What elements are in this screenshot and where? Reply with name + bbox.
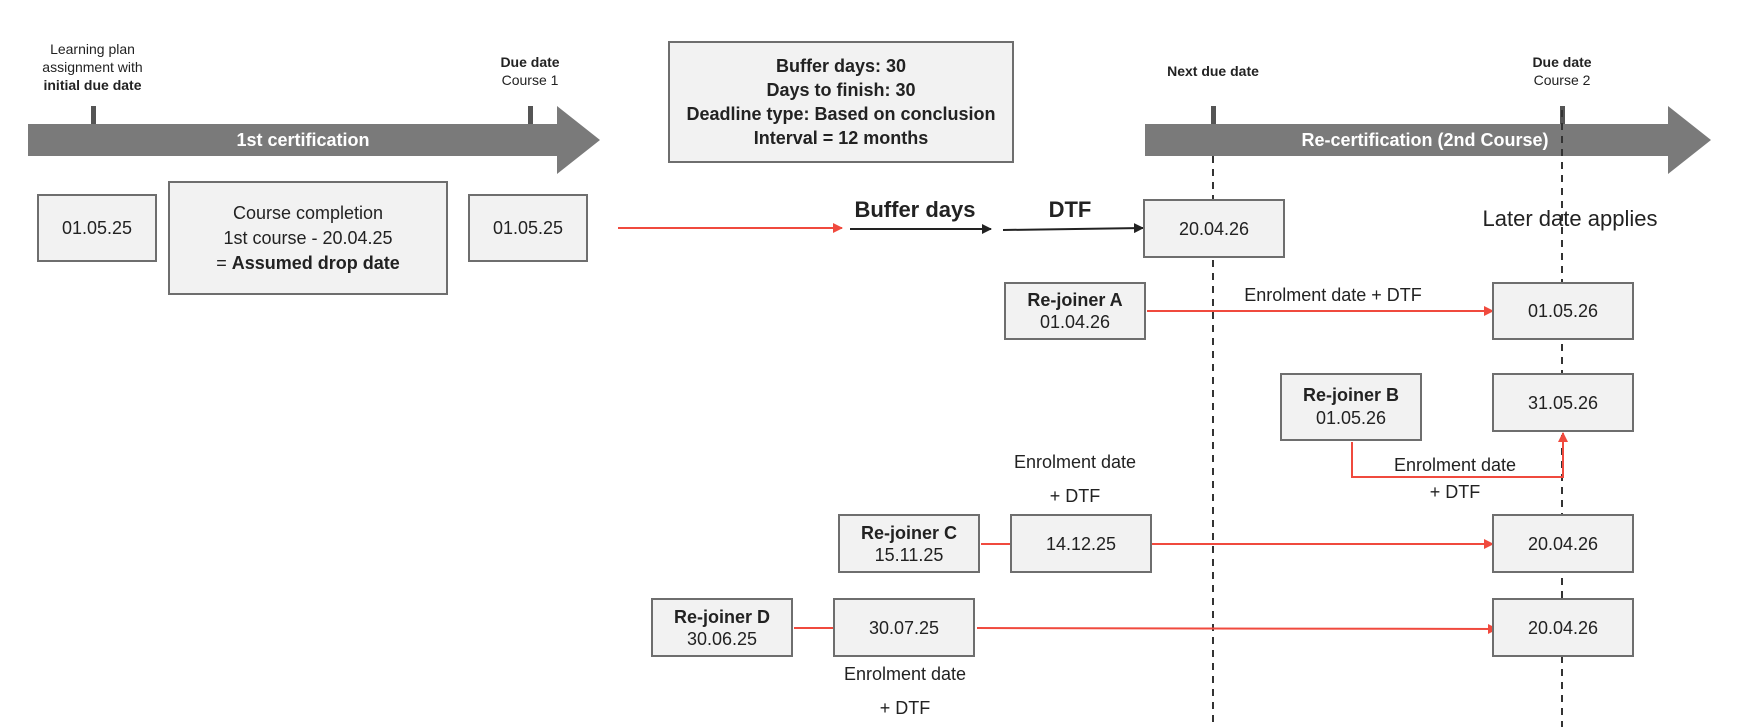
enrolment-a-label: Enrolment date + DTF (1244, 285, 1422, 305)
recertification-label: Re-certification (2nd Course) (1301, 130, 1549, 150)
due-date-course2-label: Due date Course 2 (1500, 53, 1624, 89)
assumed-drop-date: Assumed drop date (231, 252, 400, 273)
enrol-d-line1: Enrolment date (843, 664, 967, 684)
rejoiner-d-mid-box: 30.07.25 (833, 598, 975, 657)
enrolment-d-label: Enrolment date (815, 664, 995, 685)
course-completion-box: Course completion 1st course - 20.04.25 … (168, 181, 448, 295)
interval-setting: Interval = 12 months (753, 128, 929, 148)
completion-line3: = Assumed drop date (216, 251, 400, 276)
due2-title: Due date (1532, 54, 1592, 70)
days-to-finish-setting: Days to finish: 30 (766, 80, 916, 100)
lp-line1: Learning plan (50, 41, 135, 57)
rejoiner-c-result: 20.04.26 (1527, 533, 1599, 554)
rejoiner-d-box: Re-joiner D 30.06.25 (651, 598, 793, 657)
learning-plan-label: Learning plan assignment with initial du… (20, 40, 165, 94)
rejoiner-c-title: Re-joiner C (860, 522, 957, 543)
enrol-b-line1: Enrolment date (1393, 455, 1517, 475)
rejoiner-a-title: Re-joiner A (1027, 290, 1123, 310)
later-date-applies-label: Later date applies (1482, 206, 1658, 231)
arrow-rejoiner-b (1351, 432, 1568, 478)
rejoiner-b-date: 01.05.26 (1315, 408, 1387, 428)
enrol-c-line1: Enrolment date (1013, 452, 1137, 472)
rejoiner-c-mid-box: 14.12.25 (1010, 514, 1152, 573)
rejoiner-b-box: Re-joiner B 01.05.26 (1280, 373, 1422, 441)
settings-box: Buffer days: 30 Days to finish: 30 Deadl… (668, 41, 1014, 163)
flow-arrow-dtf (1002, 223, 1144, 234)
enrolment-c-dtf: + DTF (1049, 486, 1101, 506)
rejoiner-c-date: 15.11.25 (874, 544, 944, 565)
due2-sub: Course 2 (1533, 72, 1591, 88)
completion-line1: Course completion (232, 202, 384, 223)
rejoiner-a-result-box: 01.05.26 (1492, 282, 1634, 340)
start-date-box: 01.05.25 (37, 194, 157, 262)
start-date: 01.05.25 (61, 218, 133, 238)
rejoiner-d-mid: 30.07.25 (868, 617, 940, 638)
rejoiner-c-mid: 14.12.25 (1045, 533, 1117, 554)
completion-line2: 1st course - 20.04.25 (223, 227, 393, 248)
deadline-type-setting: Deadline type: Based on conclusion (686, 104, 996, 124)
tick-initial-due (91, 106, 96, 124)
lp-line2: assignment with (42, 59, 143, 75)
completion-prefix: = (216, 252, 232, 273)
rejoiner-d-title: Re-joiner D (673, 606, 770, 627)
due1-date-box: 01.05.25 (468, 194, 588, 262)
rejoiner-d-date: 30.06.25 (686, 628, 758, 649)
rejoiner-d-result-box: 20.04.26 (1492, 598, 1634, 657)
enrolment-d-dtf: + DTF (879, 698, 931, 718)
rejoiner-a-result: 01.05.26 (1527, 301, 1599, 321)
rejoiner-b-title: Re-joiner B (1302, 385, 1399, 405)
tick-due1 (528, 106, 533, 124)
rejoiner-c-box: Re-joiner C 15.11.25 (838, 514, 980, 573)
tick-next-due (1211, 106, 1216, 124)
buffer-days-setting: Buffer days: 30 (775, 56, 907, 76)
enrolment-b-dtf: + DTF (1429, 482, 1481, 502)
buffer-days-label: Buffer days (854, 197, 976, 222)
first-certification-bar (28, 106, 600, 174)
rejoiner-b-result-box: 31.05.26 (1492, 373, 1634, 432)
rejoiner-b-result: 31.05.26 (1527, 392, 1599, 413)
enrolment-c-label: Enrolment date (985, 452, 1165, 473)
due1-sub: Course 1 (501, 72, 559, 88)
rejoiner-a-box: Re-joiner A 01.04.26 (1004, 282, 1146, 340)
due1-title: Due date (500, 54, 560, 70)
lp-line3: initial due date (43, 77, 142, 93)
next-due-date-box: 20.04.26 (1143, 199, 1285, 258)
first-certification-label: 1st certification (236, 130, 370, 150)
next-due-date-value: 20.04.26 (1178, 218, 1250, 239)
recertification-bar (1145, 106, 1711, 174)
due1-date: 01.05.25 (492, 218, 564, 238)
rejoiner-c-result-box: 20.04.26 (1492, 514, 1634, 573)
dtf-label: DTF (1048, 197, 1092, 222)
rejoiner-a-date: 01.04.26 (1039, 312, 1111, 332)
rejoiner-d-result: 20.04.26 (1527, 617, 1599, 638)
due-date-course1-label: Due date Course 1 (470, 53, 590, 89)
arrow-rejoiner-d-2 (976, 623, 1498, 634)
next-due-date-label: Next due date (1167, 63, 1259, 79)
enrolment-b-label: Enrolment date (1360, 448, 1550, 482)
